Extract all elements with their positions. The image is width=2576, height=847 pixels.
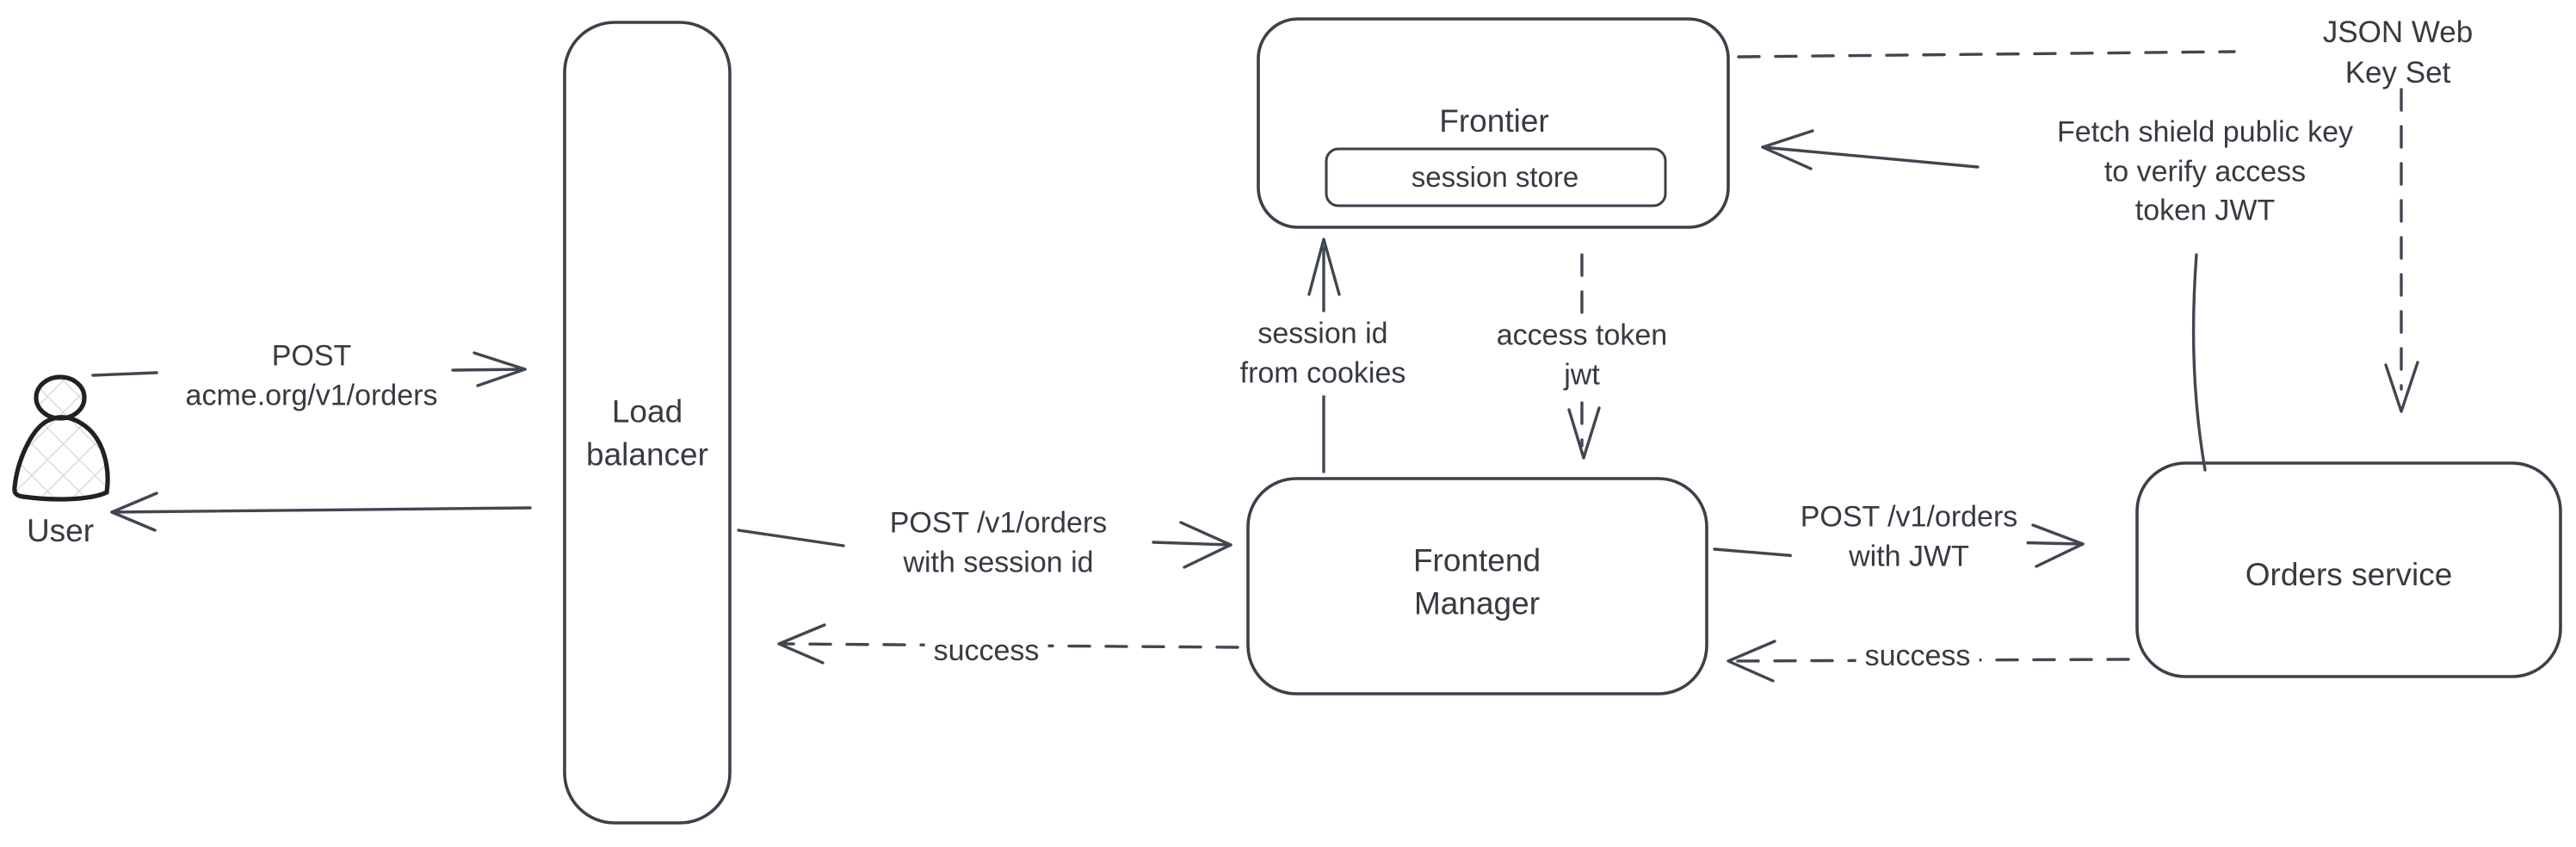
arrow-load-balancer-to-user <box>110 492 532 532</box>
edge-label-post-with-session-id: POST /v1/orders with session id <box>880 501 1116 585</box>
edge-label-success-right: success <box>1856 634 1980 679</box>
edge-label-session-id-cookies: session id from cookies <box>1231 312 1415 396</box>
frontier-node <box>1257 17 1730 229</box>
json-web-key-set-label: JSON Web Key Set <box>2322 15 2474 90</box>
frontend-manager-node <box>1246 477 1708 696</box>
arrowhead-success-right <box>1727 640 1776 683</box>
session-store-node <box>1325 147 1667 207</box>
user-label: User <box>26 513 95 549</box>
line-frontier-to-jwks-dashed <box>1737 50 2236 59</box>
frontend-manager-label: Frontend Manager <box>1412 542 1541 621</box>
arrowhead-jwks-down <box>2384 361 2419 413</box>
edge-label-success-left: success <box>924 629 1048 674</box>
user-body <box>12 415 110 502</box>
arrowhead-access-token <box>1567 406 1601 460</box>
arrowhead-success-left <box>777 623 826 665</box>
orders-service-label: Orders service <box>2245 557 2453 593</box>
frontier-label: Frontier <box>1439 103 1549 139</box>
load-balancer-node <box>563 21 732 825</box>
orders-service-node <box>2135 461 2562 678</box>
user-head <box>34 374 87 421</box>
edge-label-fetch-shield-key: Fetch shield public key to verify access… <box>2048 110 2362 234</box>
edge-label-access-token-jwt: access token jwt <box>1487 313 1677 398</box>
arrow-user-to-load-balancer <box>91 351 527 387</box>
session-store-label: session store <box>1411 160 1579 193</box>
user-figure <box>12 374 110 502</box>
arrow-load-balancer-to-frontend-manager <box>737 521 1232 569</box>
load-balancer-label: Load balancer <box>586 393 708 472</box>
edge-label-post-with-jwt: POST /v1/orders with JWT <box>1791 495 2027 579</box>
edge-label-post-acme-orders: POST acme.org/v1/orders <box>176 334 447 418</box>
arrow-orders-service-to-frontier <box>1761 129 2207 472</box>
